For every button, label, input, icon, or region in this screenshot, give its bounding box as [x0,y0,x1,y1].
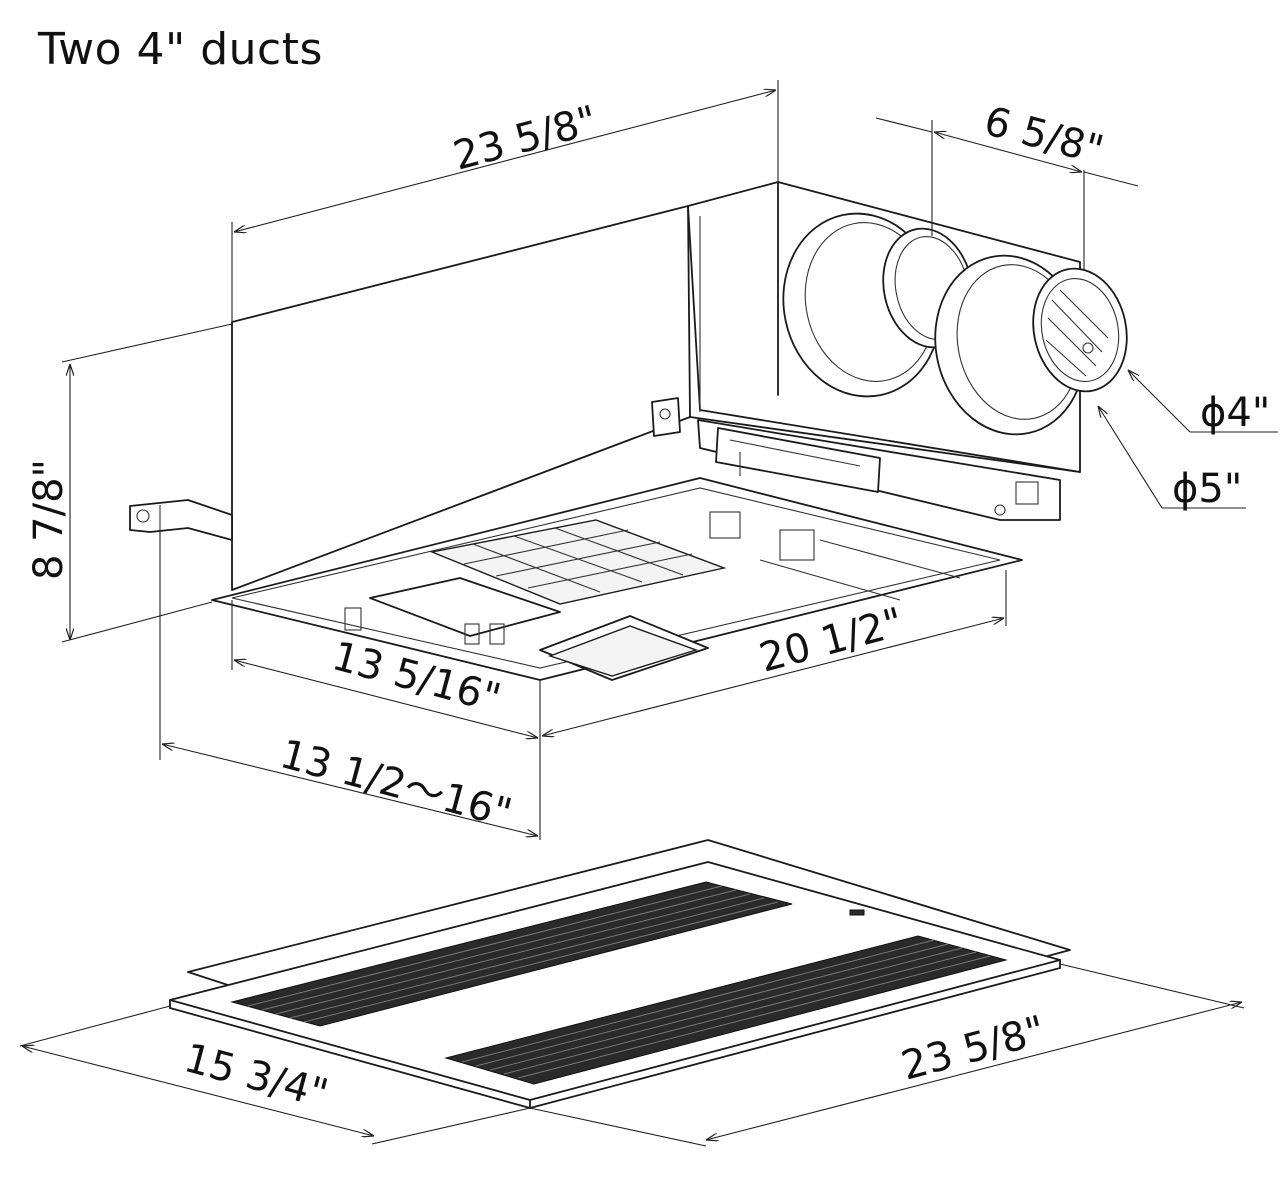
label-duct-spacing: 6 5/8" [979,98,1108,174]
label-outer-diameter: ϕ5" [1172,466,1242,512]
dim-arrow-frame-depth [234,660,538,738]
mounting-bracket-left [129,499,233,541]
dim-arrow-top-length [234,90,776,232]
mounting-bracket-right [651,397,681,437]
motor-block [369,577,561,637]
dim-arrow-joist-range [162,744,538,836]
label-top-length: 23 5/8" [449,97,602,179]
duct-left [782,212,974,398]
dim-arrow-grille-depth [22,1046,374,1136]
dimension-lines [19,80,1278,1147]
dim-arrow-frame-width [542,618,1004,736]
diagram-title: Two 4" ducts [38,24,323,75]
dim-arrow-grille-length [706,1002,1242,1140]
support-rail [697,419,1061,521]
terminal-block [344,511,815,645]
filter-grid [429,519,727,605]
label-grille-length: 23 5/8" [897,1007,1050,1089]
dim-arrow-duct-spacing [934,132,1082,172]
leader-outer-diameter [1098,406,1163,509]
label-joist-range: 13 1/2～16" [275,731,516,837]
indicator-icon [849,909,865,916]
label-inner-diameter: ϕ4" [1200,390,1270,436]
duct-right [934,254,1128,436]
damper-icon [1045,289,1109,377]
label-height: 8 7/8" [26,459,72,580]
leader-inner-diameter [1128,370,1191,433]
